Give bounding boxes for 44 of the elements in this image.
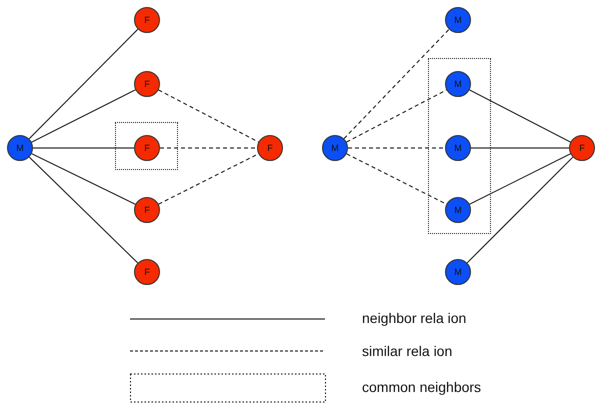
node-circle — [134, 259, 160, 285]
dashed-connector — [346, 90, 447, 142]
node-label: M — [454, 16, 462, 24]
node-circle — [134, 7, 160, 33]
node-circle — [445, 71, 471, 97]
dotted-group-box — [428, 58, 491, 234]
connector-line — [28, 28, 138, 140]
node-label: F — [144, 144, 150, 152]
node-circle — [134, 71, 160, 97]
connector-line — [31, 153, 136, 205]
node-circle — [445, 197, 471, 223]
dashed-connector — [344, 28, 450, 140]
node-label: F — [144, 16, 150, 24]
node-label: M — [331, 144, 339, 152]
node-label: F — [144, 206, 150, 214]
node-label: M — [454, 80, 462, 88]
node-label: F — [144, 268, 150, 276]
node-circle — [134, 135, 160, 161]
node-circle — [569, 135, 595, 161]
node-label: F — [267, 144, 273, 152]
node-circle — [322, 135, 348, 161]
node-label: M — [454, 268, 462, 276]
dashed-connector — [346, 153, 447, 205]
dashed-connector — [158, 153, 259, 205]
node-circle — [445, 135, 471, 161]
node-circle — [445, 7, 471, 33]
legend-label: common neighbors — [362, 379, 482, 395]
connector-line — [28, 156, 138, 264]
dotted-group-box — [115, 122, 178, 170]
connector-line — [466, 156, 574, 264]
node-label: M — [16, 144, 24, 152]
legend-label: similar rela ion — [362, 343, 452, 359]
node-label: M — [454, 144, 462, 152]
node-label: F — [579, 144, 585, 152]
node-circle — [257, 135, 283, 161]
node-circle — [134, 197, 160, 223]
connector-line — [469, 153, 571, 205]
node-circle — [445, 259, 471, 285]
legend-label: neighbor rela ion — [362, 310, 466, 326]
node-circle — [7, 135, 33, 161]
node-label: F — [144, 80, 150, 88]
connector-line — [469, 89, 571, 143]
node-label: M — [454, 206, 462, 214]
connector-line — [31, 89, 136, 143]
